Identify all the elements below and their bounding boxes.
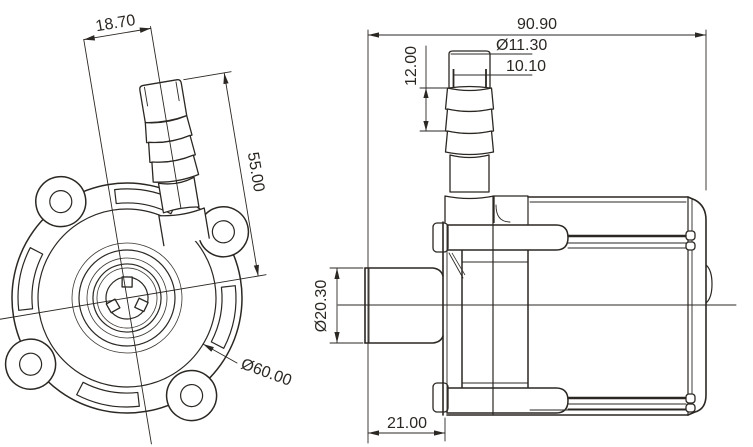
head-fillet <box>448 252 464 279</box>
dimension-inlet-diameter: Ø20.30 <box>313 267 364 344</box>
dimension-overall-length: 90.90 <box>367 16 707 444</box>
head-fillet <box>451 252 466 276</box>
tie-rods-bottom <box>567 393 696 413</box>
mounting-ear <box>4 338 57 390</box>
tie-rods-top <box>567 230 696 251</box>
front-tab-top <box>432 222 449 253</box>
outlet-barb-fitting-front <box>139 79 210 247</box>
mounting-ear <box>35 175 87 228</box>
outlet-barb-fitting-side <box>444 50 495 223</box>
inlet-tube <box>364 267 444 344</box>
side-view: 90.90 Ø11.30 10.10 12.00 Ø20 <box>313 16 737 444</box>
mounting-ear <box>165 369 218 422</box>
dim-label-inlet-diameter: Ø20.30 <box>313 280 330 333</box>
dim-label-barb-length: 12.00 <box>403 46 420 86</box>
impeller-tab <box>134 297 149 313</box>
dimension-barb-od: Ø11.30 <box>450 37 547 55</box>
dim-label-barb-od: Ø11.30 <box>496 37 547 54</box>
screw-boss-bottom <box>446 387 569 414</box>
dim-label-spout-offset: 18.70 <box>94 12 136 35</box>
dim-label-body-diameter: Ø60.00 <box>239 356 294 390</box>
dimension-spout-length: 55.00 <box>183 71 267 277</box>
dimension-barb-bore: 10.10 <box>453 58 546 76</box>
motor-end-cap <box>687 196 707 416</box>
spout-axis-line <box>150 25 182 209</box>
flange-slot <box>210 285 237 349</box>
dim-label-barb-bore: 10.10 <box>506 58 546 75</box>
front-tab-bottom <box>432 382 449 413</box>
dim-label-overall-length: 90.90 <box>517 16 557 33</box>
flange-slot <box>17 247 44 311</box>
dim-label-spout-length: 55.00 <box>244 151 267 193</box>
dimension-spout-offset: 18.70 <box>83 12 152 41</box>
motor-end-bump <box>705 264 713 304</box>
flange-slot <box>76 381 140 408</box>
clamp-ring <box>461 247 529 398</box>
dim-label-inlet-length: 21.00 <box>387 415 427 432</box>
center-line-horizontal <box>0 274 267 320</box>
center-line-vertical <box>83 39 152 445</box>
impeller-tab <box>105 298 121 314</box>
screw-boss-top <box>446 224 569 251</box>
front-view: 18.70 55.00 <box>0 12 267 445</box>
dimension-barb-length: 12.00 <box>403 45 451 132</box>
dimension-inlet-length: 21.00 <box>367 415 446 442</box>
